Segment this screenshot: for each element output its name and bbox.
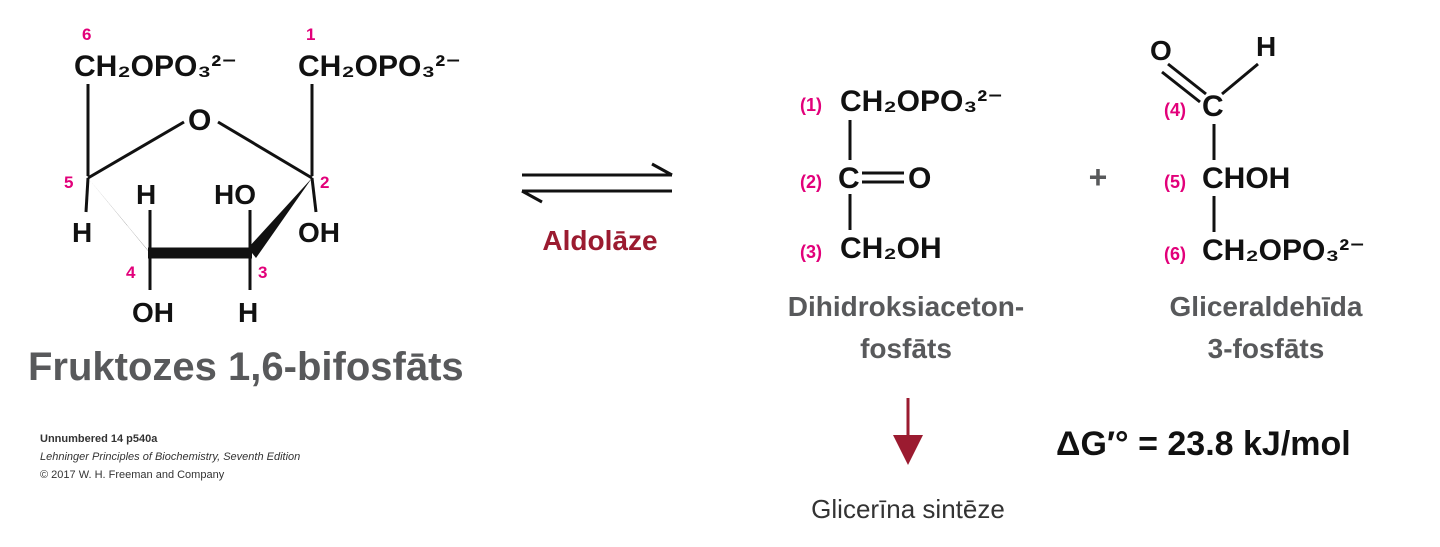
group-oh-c4-down: OH [132, 297, 174, 328]
g3p-locant-6: (6) [1164, 244, 1186, 264]
plus-sign: + [1089, 159, 1108, 195]
g3p-aldehyde-o: O [1150, 35, 1172, 66]
g3p-locant-5: (5) [1164, 172, 1186, 192]
g3p-caption-line2: 3-fosfāts [1208, 333, 1325, 364]
g3p-double-bond-b [1161, 70, 1201, 104]
branch-label: Glicerīna sintēze [811, 494, 1005, 524]
dhap-caption-line1: Dihidroksiaceton- [788, 291, 1024, 322]
locant-c2: 2 [320, 173, 329, 192]
dhap-locant-2: (2) [800, 172, 822, 192]
credit-line-1: Unnumbered 14 p540a [40, 433, 158, 445]
locant-c6: 6 [82, 25, 91, 44]
g3p-ch2opo3: CH₂OPO₃²⁻ [1202, 234, 1365, 267]
dhap-locant-3: (3) [800, 242, 822, 262]
bond-c5-c4-wedge [88, 178, 154, 258]
credit-line-2: Lehninger Principles of Biochemistry, Se… [40, 451, 300, 463]
bond-c2-oh [310, 177, 318, 213]
g3p-locant-4: (4) [1164, 100, 1186, 120]
group-ho-c3-up: HO [214, 179, 256, 210]
bond-c3-c2-wedge [248, 178, 312, 258]
g3p-chohl: CHOH [1202, 162, 1290, 195]
credit-line-3: © 2017 W. H. Freeman and Company [40, 469, 225, 481]
group-h-c5: H [72, 217, 92, 248]
enzyme-label: Aldolāze [542, 225, 657, 256]
group-h-c4-up: H [136, 179, 156, 210]
g3p-bond-c-h [1221, 62, 1259, 96]
locant-c1: 1 [306, 25, 315, 44]
group-h-c3-down: H [238, 297, 258, 328]
locant-c4: 4 [126, 263, 136, 282]
dhap-caption-line2: fosfāts [860, 333, 952, 364]
delta-g-value: ΔG′° = 23.8 kJ/mol [1056, 425, 1351, 463]
group-ch2opo3-right: CH₂OPO₃²⁻ [298, 50, 461, 83]
g3p-caption-line1: Gliceraldehīda [1170, 291, 1363, 322]
dhap-carbonyl-o: O [908, 162, 931, 195]
g3p-double-bond-a [1167, 62, 1207, 96]
fructose-structure: 6 1 CH₂OPO₃²⁻ CH₂OPO₃²⁻ O 5 2 4 3 H H HO… [64, 25, 461, 328]
bond-o-c2 [217, 120, 313, 180]
fructose-caption: Fruktozes 1,6-bifosfāts [28, 345, 464, 389]
group-oh-c2: OH [298, 217, 340, 248]
dhap-locant-1: (1) [800, 95, 822, 115]
bond-c5-o [87, 120, 185, 180]
dhap-ch2oh: CH₂OH [840, 232, 942, 265]
dhap-carbonyl-c: C [838, 162, 860, 195]
bond-c5-h [84, 177, 90, 213]
ring-oxygen: O [188, 104, 211, 137]
locant-c3: 3 [258, 263, 267, 282]
g3p-structure: O H (4) (5) (6) C CHOH CH₂OPO₃²⁻ [1150, 31, 1365, 267]
group-ch2opo3-left: CH₂OPO₃²⁻ [74, 50, 237, 83]
locant-c5: 5 [64, 173, 73, 192]
g3p-aldehyde-h: H [1256, 31, 1276, 62]
g3p-aldehyde-c: C [1202, 90, 1224, 123]
dhap-ch2opo3: CH₂OPO₃²⁻ [840, 85, 1003, 118]
dhap-structure: (1) (2) (3) CH₂OPO₃²⁻ C O CH₂OH [800, 85, 1003, 265]
equilibrium-arrows [521, 162, 673, 204]
